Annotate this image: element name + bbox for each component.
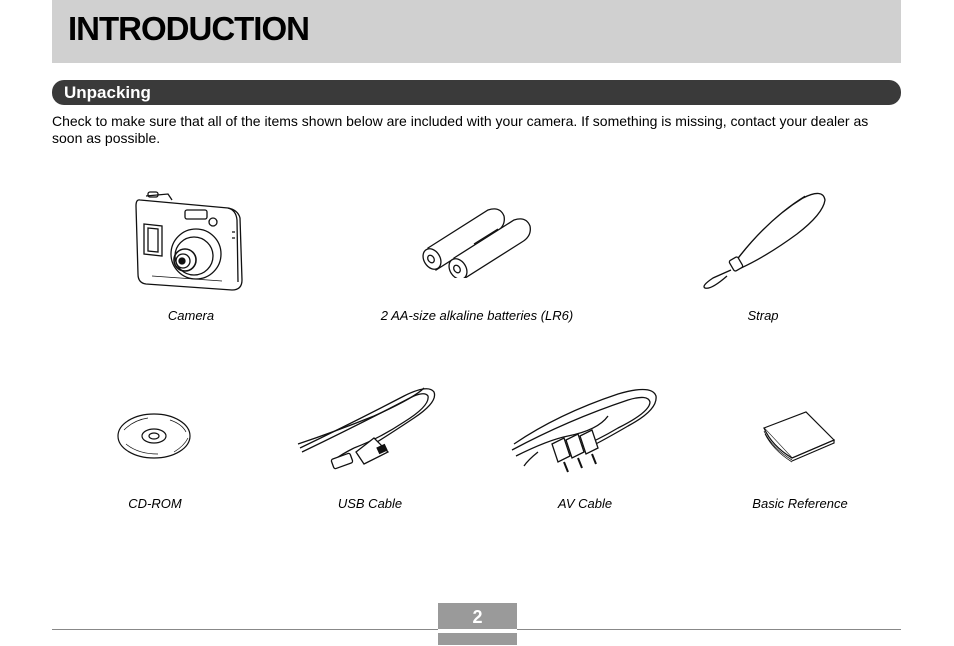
- section-title: Unpacking: [64, 83, 151, 102]
- section-header: Unpacking: [52, 80, 901, 105]
- cd-rom-icon: [117, 413, 191, 459]
- item-caption-basic-reference: Basic Reference: [752, 496, 848, 511]
- usb-cable-icon: [297, 387, 436, 470]
- item-caption-usb-cable: USB Cable: [337, 496, 403, 511]
- strap-icon: [703, 192, 826, 289]
- item-caption-cd-rom: CD-ROM: [128, 496, 182, 511]
- page-number: 2: [472, 607, 483, 627]
- camera-icon: [135, 191, 243, 291]
- booklet-icon: [762, 411, 836, 463]
- batteries-icon: [422, 208, 531, 278]
- chapter-header: INTRODUCTION: [52, 0, 901, 63]
- av-cable-icon: [511, 388, 657, 473]
- item-caption-strap: Strap: [747, 308, 779, 323]
- intro-paragraph: Check to make sure that all of the items…: [52, 113, 869, 146]
- item-caption-camera: Camera: [167, 308, 215, 323]
- item-caption-batteries: 2 AA-size alkaline batteries (LR6): [380, 308, 574, 323]
- page-number-box: 2: [438, 603, 517, 645]
- item-caption-av-cable: AV Cable: [557, 496, 613, 511]
- chapter-title: INTRODUCTION: [68, 10, 310, 47]
- page-box-stripe: [438, 629, 517, 633]
